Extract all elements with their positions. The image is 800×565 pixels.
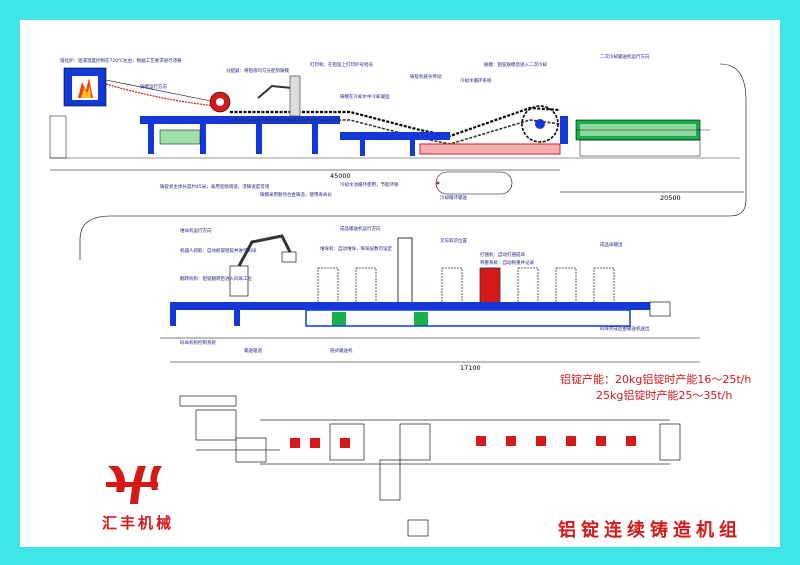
- label-mid-1: 堆垛机运行方向: [180, 227, 212, 234]
- brand-logo: [106, 466, 162, 504]
- label-low-5: 码垛完成后由输送机送出: [600, 325, 650, 332]
- plan-ingots: [290, 436, 636, 448]
- label-top-10: 脱模：铝锭脱模后进入二次冷却: [484, 61, 547, 68]
- launder: [105, 83, 217, 107]
- label-mid-5: 堆垛机：自动堆垛，每垛层数可设定: [320, 245, 392, 252]
- capacity-note: 铝锭产能：20kg铝锭时产能16～25t/h 25kg铝锭时产能25～35t/h: [560, 372, 751, 404]
- production-line-drawing: 熔化炉：铝液温度控制在720℃左右，根据工艺要求进行浇铸 铸模运行方向 分配器：…: [49, 53, 747, 537]
- caster-frame-mid: [340, 132, 450, 140]
- label-low-1: 翻转机构：铝锭翻转后进入码垛工位: [180, 275, 252, 282]
- cooling-tank: [419, 143, 561, 155]
- label-mid-8: 成品垛输出: [600, 241, 623, 248]
- label-top-2: 铸模运行方向: [140, 83, 167, 90]
- caster-leg: [200, 124, 206, 154]
- plan-view: [179, 395, 681, 537]
- product-conveyor: [170, 302, 650, 310]
- sprocket-hub: [535, 119, 545, 129]
- dim-top-left: 45000: [330, 172, 351, 180]
- caster-leg: [410, 140, 415, 156]
- label-bottom-1: 铸锭机主体长度约45米，采用变频调速，浇铸速度可调: [160, 183, 270, 190]
- demould-frame: [560, 116, 568, 144]
- caster-leg: [312, 124, 318, 154]
- conveyor-frame: [305, 309, 631, 327]
- label-top-3: 分配器：将铝液均匀分配到铸模: [226, 67, 289, 74]
- label-mid-4: 叉车取货位置: [440, 237, 467, 244]
- label-bottom-2: 铸模采用耐热合金铸造，使用寿命长: [260, 191, 332, 198]
- label-bottom-3: 冷却水池循环使用，节能环保: [340, 181, 399, 188]
- label-mid-2: 机器人抓取：自动抓取铝锭并进行码垛: [180, 247, 257, 254]
- furnace-base: [49, 115, 67, 159]
- conveyor-support: [579, 139, 701, 157]
- drive-unit: [159, 129, 201, 145]
- dim-middle: 17100: [460, 364, 481, 372]
- label-low-2: 码垛机构控制系统: [180, 339, 216, 346]
- drawing-sheet: 熔化炉：铝液温度控制在720℃左右，根据工艺要求进行浇铸 铸模运行方向 分配器：…: [20, 20, 780, 547]
- caster-leg: [148, 124, 154, 154]
- label-top-5: 打印机：在铝锭上打印炉号批号: [310, 61, 373, 68]
- capacity-line-2: 25kg铝锭时产能25～35t/h: [596, 389, 733, 402]
- fire-inner-icon: [81, 86, 91, 98]
- robot-gripper: [281, 251, 297, 263]
- label-top-9: 二次冷却输送机运行方向: [600, 53, 650, 60]
- label-top-7: 铸锭机链条传动: [410, 73, 442, 80]
- launder-line: [105, 79, 217, 103]
- label-mid-7: 称重系统：自动称重并记录: [480, 259, 534, 266]
- brand-name: 汇丰机械: [102, 514, 175, 532]
- distributor-hub: [216, 98, 224, 106]
- caster-leg: [256, 124, 262, 154]
- label-low-4: 链式输送机: [330, 347, 353, 354]
- skimmer-column: [289, 75, 301, 117]
- circulation-loop: [435, 171, 513, 195]
- stacker-column: [397, 237, 413, 305]
- label-top-8: 冷却水循环系统: [460, 77, 492, 84]
- ingot-stacks: [317, 267, 615, 305]
- label-top-1: 熔化炉：铝液温度控制在720℃左右，根据工艺要求进行浇铸: [60, 57, 182, 64]
- strapping-unit: [332, 312, 346, 326]
- capacity-line-1: 铝锭产能：20kg铝锭时产能16～25t/h: [560, 373, 752, 386]
- loop-marker: [436, 181, 440, 185]
- caster-leg: [360, 140, 365, 156]
- flow-loop-line: [79, 63, 747, 260]
- label-top-6: 铸模在冷却水中冷却凝固: [340, 93, 390, 100]
- label-loop: 冷却循环输送: [440, 194, 467, 201]
- robot-arm: [237, 234, 292, 267]
- conveyor-leg: [170, 310, 176, 326]
- output-station: [649, 301, 671, 317]
- dim-top-right: 20500: [660, 194, 681, 202]
- weighing-unit: [414, 312, 428, 326]
- label-low-3: 输送辊道: [244, 347, 262, 354]
- conveyor-leg: [234, 310, 240, 326]
- label-mid-6: 打捆机：自动打捆成垛: [480, 251, 525, 258]
- label-mid-3: 成品输送机运行方向: [340, 225, 381, 232]
- end-sprocket: [521, 105, 559, 143]
- drawing-title: 铝锭连续铸造机组: [558, 520, 742, 541]
- mould-chain-lower: [230, 119, 561, 145]
